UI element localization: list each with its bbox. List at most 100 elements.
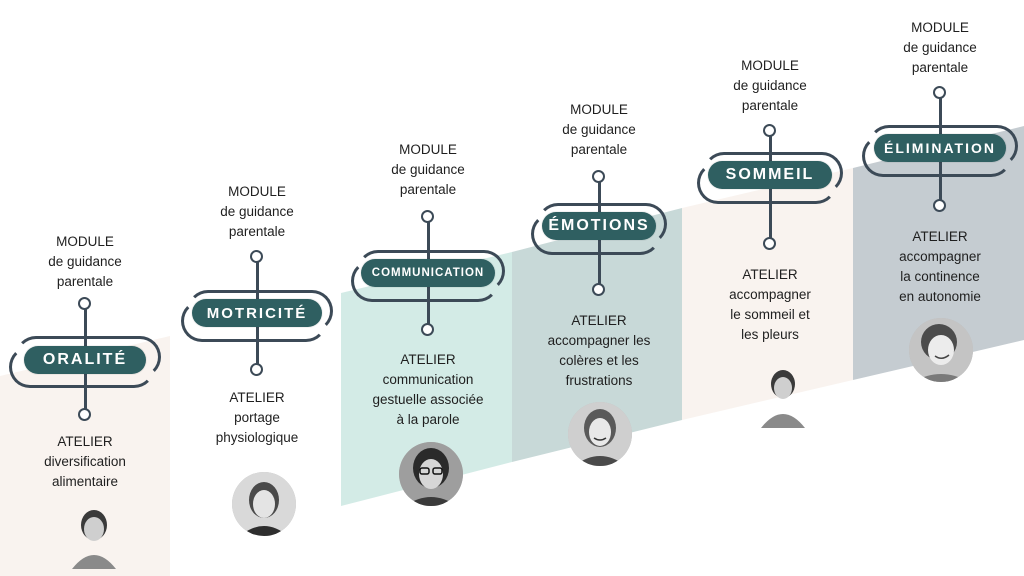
presenter-photo-icon — [757, 366, 809, 428]
band-sommeil — [682, 168, 853, 420]
module-line: parentale — [56, 274, 114, 289]
pill-arc-decoration — [531, 213, 661, 255]
module-text: MODULE de guidance parentale — [0, 232, 170, 292]
pill-arc-decoration — [9, 346, 155, 388]
atelier-line: physiologique — [215, 430, 299, 445]
atelier-line: colères et les — [559, 353, 639, 368]
step-emotions: MODULE de guidance parentale ÉMOTIONS AT… — [514, 0, 684, 576]
band-oralite — [0, 336, 170, 576]
module-text: MODULE de guidance parentale — [855, 18, 1024, 78]
atelier-line: frustrations — [565, 373, 633, 388]
atelier-line: alimentaire — [51, 474, 119, 489]
step-title: ORALITÉ — [42, 351, 128, 368]
connector-dot-bottom — [250, 363, 263, 376]
module-text: MODULE de guidance parentale — [685, 56, 855, 116]
step-title-pill: ORALITÉ — [24, 346, 146, 374]
connector-dot-top — [592, 170, 605, 183]
atelier-line: à la parole — [396, 412, 460, 427]
step-communication: MODULE de guidance parentale COMMUNICATI… — [343, 0, 513, 576]
module-line: parentale — [741, 98, 799, 113]
step-motricite: MODULE de guidance parentale MOTRICITÉ A… — [172, 0, 342, 576]
band-elimination — [853, 126, 1024, 380]
atelier-line: ATELIER — [571, 313, 627, 328]
pill-arc-decoration — [15, 336, 161, 378]
step-title: COMMUNICATION — [371, 267, 485, 279]
atelier-line: gestuelle associée — [372, 392, 484, 407]
atelier-line: communication — [382, 372, 474, 387]
atelier-line: les pleurs — [741, 327, 799, 342]
atelier-line: ATELIER — [57, 434, 113, 449]
step-title-pill: ÉMOTIONS — [542, 212, 656, 240]
pill-arc-decoration — [862, 135, 1012, 177]
module-text: MODULE de guidance parentale — [343, 140, 513, 200]
module-line: MODULE — [570, 102, 628, 117]
step-title: ÉLIMINATION — [884, 140, 996, 156]
pill-arc-decoration — [351, 260, 499, 302]
atelier-text: ATELIER diversification alimentaire — [0, 432, 170, 492]
atelier-line: portage — [234, 410, 280, 425]
step-elimination: MODULE de guidance parentale ÉLIMINATION… — [855, 0, 1024, 576]
module-line: MODULE — [56, 234, 114, 249]
atelier-text: ATELIER accompagner les colères et les f… — [514, 311, 684, 391]
connector-dot-bottom — [592, 283, 605, 296]
step-title: SOMMEIL — [725, 166, 815, 183]
module-line: MODULE — [228, 184, 286, 199]
atelier-line: ATELIER — [912, 229, 968, 244]
pill-arc-decoration — [187, 290, 333, 332]
atelier-text: ATELIER portage physiologique — [172, 388, 342, 448]
module-line: de guidance — [220, 204, 294, 219]
module-line: de guidance — [48, 254, 122, 269]
connector-dot-top — [763, 124, 776, 137]
step-oralite: MODULE de guidance parentale ORALITÉ ATE… — [0, 0, 170, 576]
presenter-photo-icon — [909, 318, 973, 382]
atelier-line: ATELIER — [229, 390, 285, 405]
pill-arc-decoration — [181, 300, 327, 342]
atelier-line: diversification — [44, 454, 126, 469]
connector-dot-top — [933, 86, 946, 99]
module-text: MODULE de guidance parentale — [514, 100, 684, 160]
atelier-line: ATELIER — [400, 352, 456, 367]
atelier-line: ATELIER — [742, 267, 798, 282]
pill-arc-decoration — [537, 203, 667, 245]
band-emotions — [512, 208, 682, 462]
step-title-pill: ÉLIMINATION — [874, 134, 1006, 162]
module-line: de guidance — [733, 78, 807, 93]
module-line: parentale — [399, 182, 457, 197]
atelier-line: le sommeil et — [730, 307, 810, 322]
atelier-text: ATELIER communication gestuelle associée… — [343, 350, 513, 430]
connector-dot-top — [250, 250, 263, 263]
module-line: parentale — [911, 60, 969, 75]
connector-dot-top — [78, 297, 91, 310]
atelier-text: ATELIER accompagner le sommeil et les pl… — [685, 265, 855, 345]
step-title-pill: MOTRICITÉ — [192, 299, 322, 327]
module-line: MODULE — [741, 58, 799, 73]
module-line: parentale — [570, 142, 628, 157]
atelier-line: accompagner — [899, 249, 981, 264]
connector-dot-bottom — [78, 408, 91, 421]
atelier-line: la continence — [900, 269, 980, 284]
connector-dot-bottom — [933, 199, 946, 212]
module-line: MODULE — [399, 142, 457, 157]
presenter-photo-icon — [568, 402, 632, 466]
presenter-photo-icon — [68, 505, 120, 569]
pill-arc-decoration — [357, 250, 505, 292]
band-motricite — [170, 293, 341, 560]
pill-arc-decoration — [703, 152, 843, 194]
connector-dot-bottom — [763, 237, 776, 250]
atelier-line: accompagner les — [547, 333, 651, 348]
module-line: de guidance — [903, 40, 977, 55]
module-line: de guidance — [562, 122, 636, 137]
connector-dot-bottom — [421, 323, 434, 336]
presenter-photo-icon — [399, 442, 463, 506]
step-title-pill: COMMUNICATION — [361, 259, 495, 287]
module-text: MODULE de guidance parentale — [172, 182, 342, 242]
step-sommeil: MODULE de guidance parentale SOMMEIL ATE… — [685, 0, 855, 576]
pill-arc-decoration — [868, 125, 1018, 167]
module-line: parentale — [228, 224, 286, 239]
module-line: de guidance — [391, 162, 465, 177]
atelier-text: ATELIER accompagner la continence en aut… — [855, 227, 1024, 307]
band-communication — [341, 252, 512, 506]
atelier-line: accompagner — [729, 287, 811, 302]
connector-dot-top — [421, 210, 434, 223]
